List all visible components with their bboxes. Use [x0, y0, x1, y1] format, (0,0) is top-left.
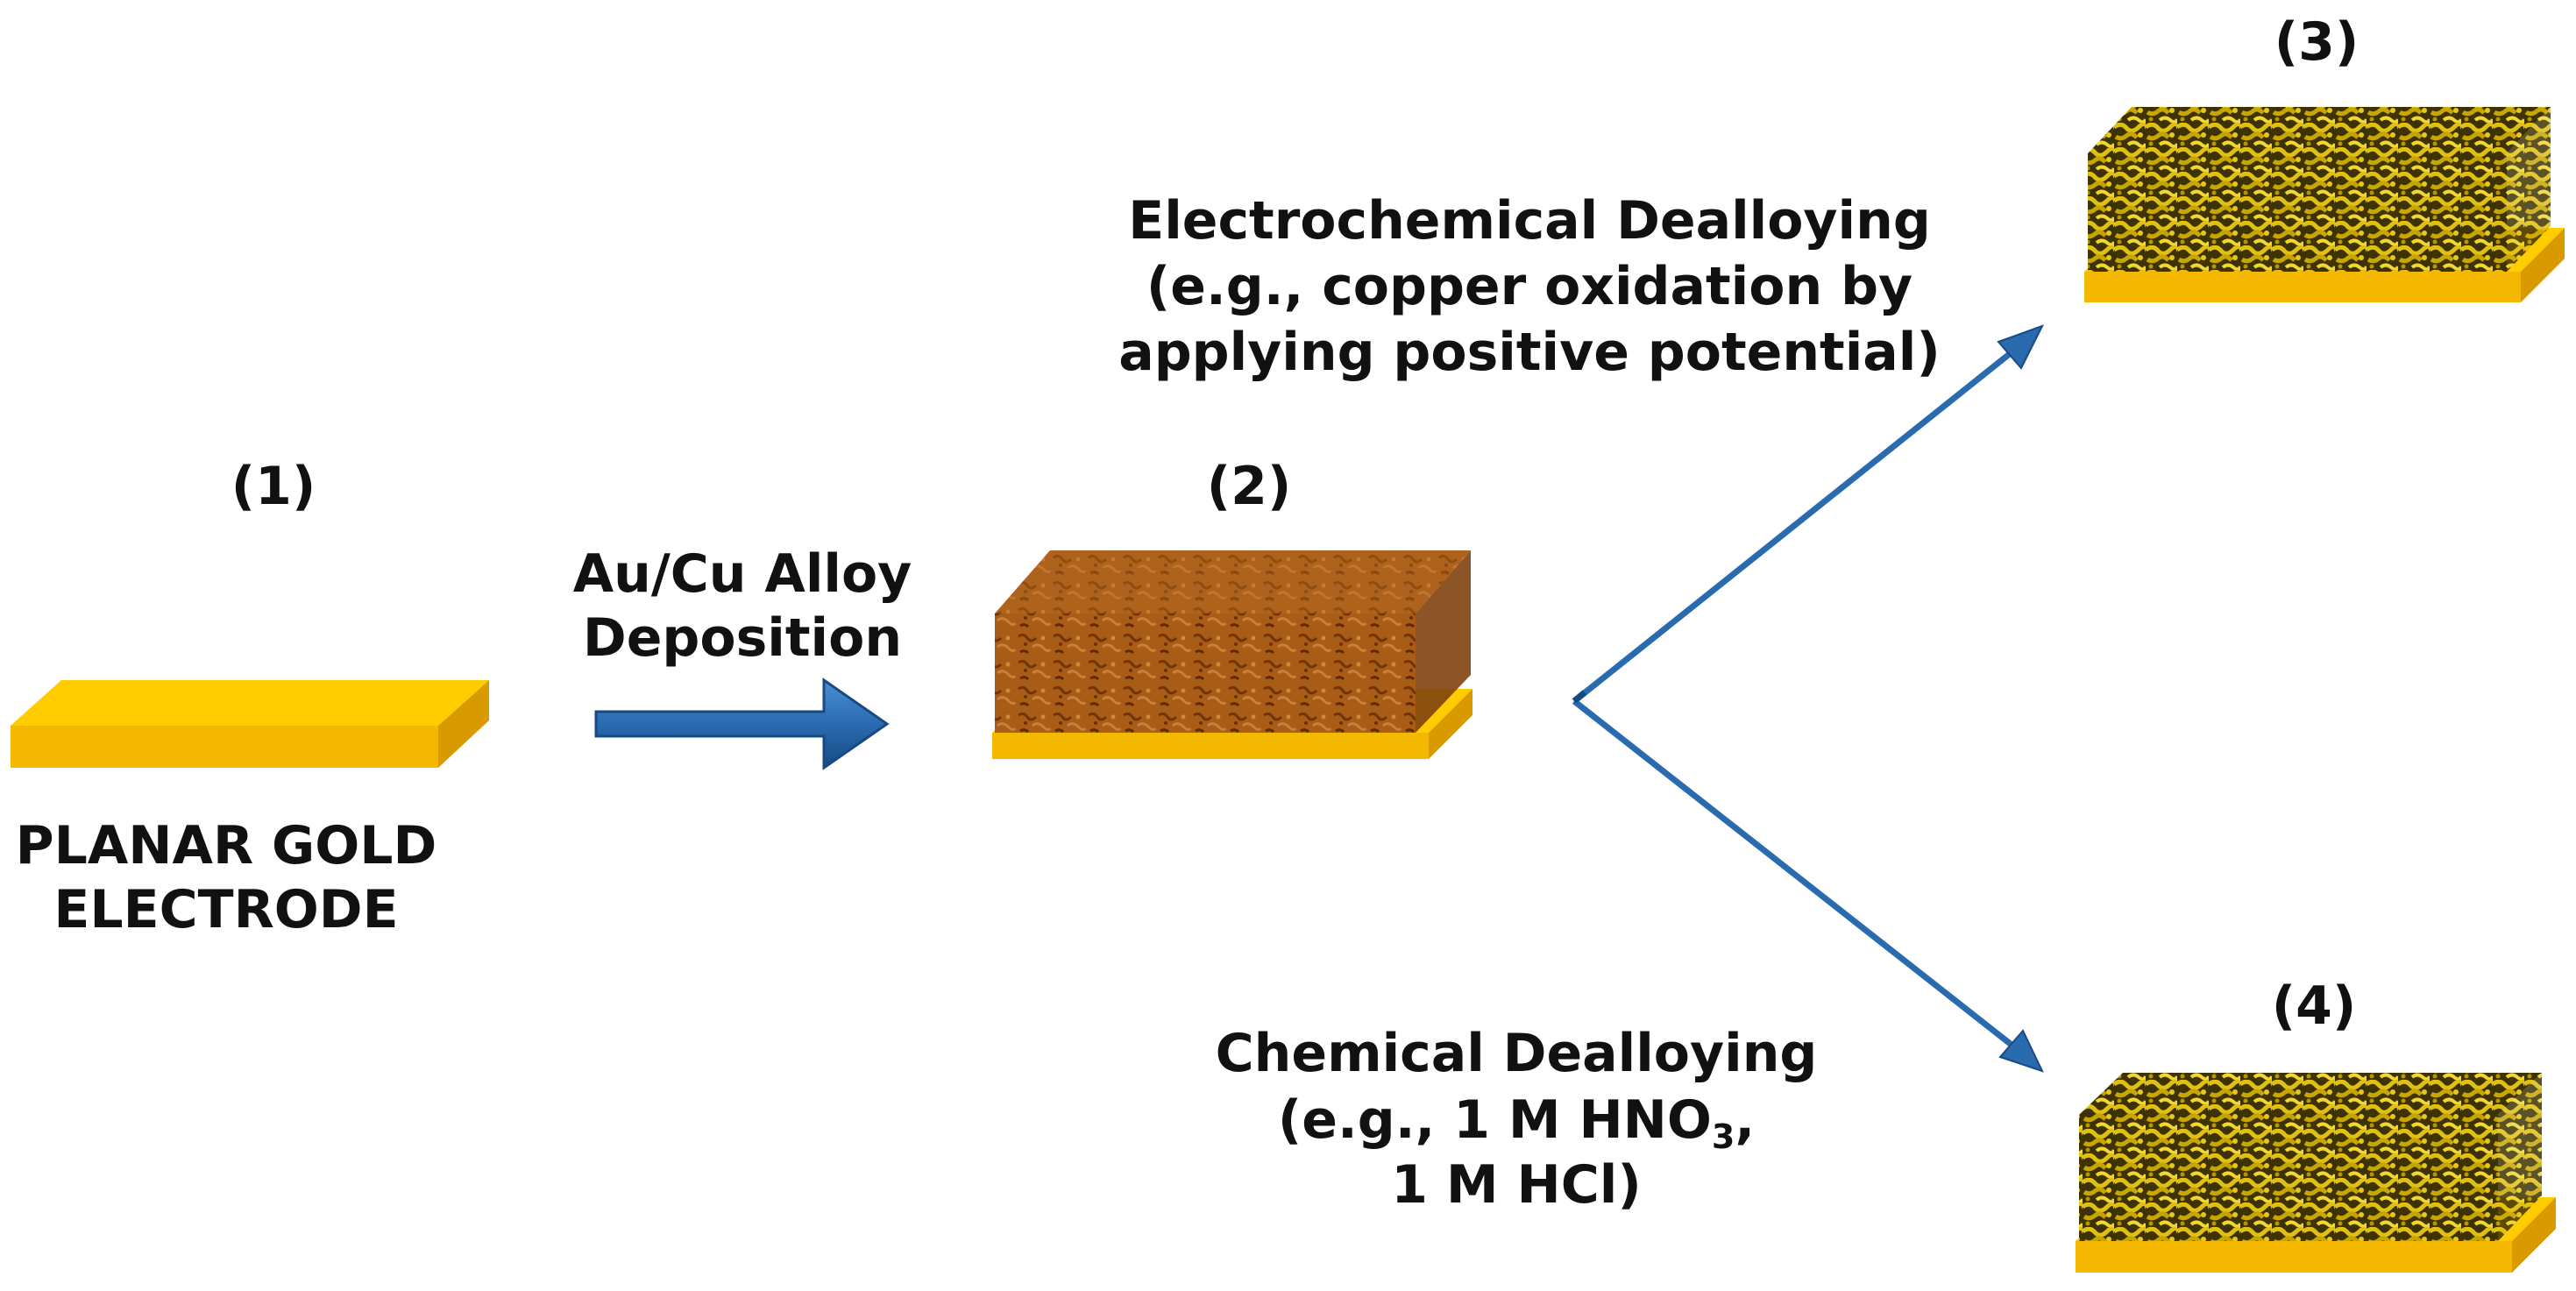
electrode-front — [11, 726, 438, 768]
np4-block-top — [2079, 1073, 2542, 1115]
alloy-substrate-front — [992, 733, 1429, 759]
electrochemical-label-line-2: (e.g., copper oxidation by — [1146, 256, 1912, 317]
electrode-caption-line-1: PLANAR GOLD — [16, 815, 437, 876]
alloy-substrate-side — [1429, 689, 1473, 759]
np4-block-side — [2498, 1073, 2542, 1241]
electrode-side — [438, 680, 489, 768]
np4-substrate-front — [2076, 1241, 2512, 1273]
deposition-label-line-1: Au/Cu Alloy — [573, 543, 912, 605]
alloy-coated-electrode — [992, 550, 1473, 759]
np3-substrate-side — [2521, 228, 2565, 302]
electrochemical-label-line-3: applying positive potential) — [1118, 322, 1941, 383]
chemical-label-line-1: Chemical Dealloying — [1216, 1023, 1818, 1084]
electrode-top — [11, 680, 489, 726]
nanoporous-gold-chemical — [2076, 1073, 2556, 1273]
electrode-caption-line-2: ELECTRODE — [53, 879, 398, 940]
np4-substrate-side — [2512, 1197, 2556, 1273]
step-1-label: (1) — [231, 456, 316, 517]
np3-substrate-front — [2084, 272, 2521, 302]
np3-block-top — [2088, 107, 2551, 153]
step-3-label: (3) — [2274, 11, 2360, 73]
planar-gold-electrode — [11, 680, 489, 768]
nanoporous-gold-electrochemical — [2084, 107, 2565, 302]
chemical-arrow — [1572, 699, 2044, 1073]
deposition-arrow — [594, 677, 890, 770]
np3-block-front — [2088, 153, 2507, 272]
step-4-label: (4) — [2272, 975, 2357, 1037]
np3-block-side — [2507, 107, 2551, 272]
step-2-label: (2) — [1207, 456, 1292, 517]
chemical-label-line-2: (e.g., 1 M HNO3, — [1278, 1089, 1755, 1156]
chemical-label-line-3: 1 M HCl) — [1391, 1154, 1641, 1216]
alloy-block-side — [1416, 550, 1471, 733]
electrochemical-label-line-1: Electrochemical Dealloying — [1128, 190, 1931, 252]
electrochemical-arrow — [1572, 324, 2045, 704]
deposition-label-line-2: Deposition — [583, 607, 902, 669]
alloy-block-front — [995, 614, 1416, 733]
np4-block-front — [2079, 1115, 2498, 1241]
